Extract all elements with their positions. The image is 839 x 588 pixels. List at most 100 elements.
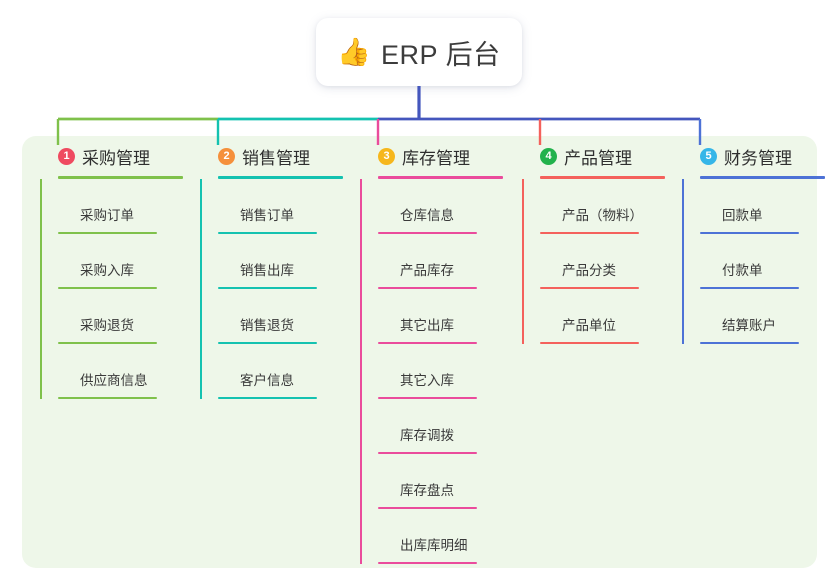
branch-item-rule (540, 232, 639, 234)
branch-item[interactable]: 产品库存 (378, 234, 520, 289)
branch-header-3[interactable]: 3 库存管理 (360, 143, 520, 169)
root-node[interactable]: 👍 ERP 后台 (316, 18, 522, 86)
branch-spine (682, 179, 684, 344)
branch-item[interactable]: 付款单 (700, 234, 839, 289)
branch-item-label: 库存调拨 (400, 428, 454, 443)
branch-item-rule (218, 287, 317, 289)
branch-column-5: 5 财务管理回款单付款单结算账户 (682, 143, 839, 344)
branch-header-rule (700, 176, 825, 179)
branches-panel (22, 136, 817, 568)
branch-item[interactable]: 产品（物料） (540, 179, 682, 234)
branch-item-rule (540, 342, 639, 344)
branch-number-badge: 5 (700, 147, 717, 165)
branch-item[interactable]: 其它出库 (378, 289, 520, 344)
branch-item-label: 产品库存 (400, 263, 454, 278)
branch-item-rule (58, 232, 157, 234)
branch-item-label: 产品单位 (562, 318, 616, 333)
branch-number-badge: 1 (58, 147, 75, 165)
branch-title: 财务管理 (724, 148, 792, 168)
branch-item[interactable]: 采购订单 (58, 179, 200, 234)
branch-item-rule (218, 342, 317, 344)
branch-title: 销售管理 (242, 148, 310, 168)
thumbs-up-icon: 👍 (337, 36, 372, 67)
branch-item-label: 结算账户 (722, 318, 776, 333)
branch-items: 仓库信息产品库存其它出库其它入库库存调拨库存盘点出库库明细 (360, 179, 520, 564)
branch-items: 销售订单销售出库销售退货客户信息 (200, 179, 360, 399)
branch-item-rule (378, 452, 477, 454)
branch-item-rule (378, 507, 477, 509)
branch-item[interactable]: 其它入库 (378, 344, 520, 399)
branch-item-label: 产品分类 (562, 263, 616, 278)
branch-header-2[interactable]: 2 销售管理 (200, 143, 360, 169)
branch-spine (360, 179, 362, 564)
branch-item-rule (700, 232, 799, 234)
branch-item[interactable]: 产品单位 (540, 289, 682, 344)
branch-item-rule (378, 342, 477, 344)
branch-item-label: 出库库明细 (400, 538, 468, 553)
branch-item-label: 采购入库 (80, 263, 134, 278)
branch-item[interactable]: 回款单 (700, 179, 839, 234)
branch-item-label: 其它出库 (400, 318, 454, 333)
branch-item-rule (218, 397, 317, 399)
branch-item[interactable]: 产品分类 (540, 234, 682, 289)
branch-item[interactable]: 出库库明细 (378, 509, 520, 564)
branch-item-label: 供应商信息 (80, 373, 148, 388)
branch-item-rule (58, 287, 157, 289)
branch-item-label: 产品（物料） (562, 208, 643, 223)
branch-item-label: 销售订单 (240, 208, 294, 223)
branch-item-label: 其它入库 (400, 373, 454, 388)
branch-items: 回款单付款单结算账户 (682, 179, 839, 344)
branch-item-rule (378, 397, 477, 399)
branch-item-rule (218, 232, 317, 234)
branch-title: 采购管理 (82, 148, 150, 168)
branch-item-label: 库存盘点 (400, 483, 454, 498)
branch-header-rule (540, 176, 665, 179)
branch-header-1[interactable]: 1 采购管理 (40, 143, 200, 169)
branch-item-rule (700, 342, 799, 344)
branch-title: 库存管理 (402, 148, 470, 168)
branch-items: 采购订单采购入库采购退货供应商信息 (40, 179, 200, 399)
branch-item[interactable]: 销售出库 (218, 234, 360, 289)
branch-item[interactable]: 客户信息 (218, 344, 360, 399)
branch-header-5[interactable]: 5 财务管理 (682, 143, 839, 169)
branch-item-rule (378, 287, 477, 289)
root-title: ERP 后台 (381, 39, 501, 70)
branch-item-label: 采购退货 (80, 318, 134, 333)
branch-title: 产品管理 (564, 148, 632, 168)
branch-items: 产品（物料） 产品分类产品单位 (522, 179, 682, 344)
branch-item-label: 销售出库 (240, 263, 294, 278)
branch-item[interactable]: 销售退货 (218, 289, 360, 344)
branch-item-label: 仓库信息 (400, 208, 454, 223)
branch-item-rule (378, 562, 477, 564)
branch-column-2: 2 销售管理销售订单销售出库销售退货客户信息 (200, 143, 360, 399)
branch-spine (200, 179, 202, 399)
branch-number-badge: 2 (218, 147, 235, 165)
branch-header-rule (58, 176, 183, 179)
branch-number-badge: 3 (378, 147, 395, 165)
branch-spine (40, 179, 42, 399)
branch-item-label: 采购订单 (80, 208, 134, 223)
branch-item[interactable]: 销售订单 (218, 179, 360, 234)
branch-item-label: 客户信息 (240, 373, 294, 388)
branch-item-rule (540, 287, 639, 289)
branch-item-label: 回款单 (722, 208, 763, 223)
branch-item-rule (378, 232, 477, 234)
branch-item[interactable]: 供应商信息 (58, 344, 200, 399)
branch-item-label: 付款单 (722, 263, 763, 278)
branch-item[interactable]: 库存盘点 (378, 454, 520, 509)
branch-item[interactable]: 库存调拨 (378, 399, 520, 454)
branch-item[interactable]: 采购入库 (58, 234, 200, 289)
branch-item-rule (58, 342, 157, 344)
branch-item[interactable]: 采购退货 (58, 289, 200, 344)
branch-item[interactable]: 结算账户 (700, 289, 839, 344)
branch-header-rule (218, 176, 343, 179)
branch-item[interactable]: 仓库信息 (378, 179, 520, 234)
branch-header-rule (378, 176, 503, 179)
branch-item-label: 销售退货 (240, 318, 294, 333)
branch-spine (522, 179, 524, 344)
branch-item-rule (700, 287, 799, 289)
branch-column-3: 3 库存管理仓库信息产品库存其它出库其它入库库存调拨库存盘点出库库明细 (360, 143, 520, 564)
branch-item-rule (58, 397, 157, 399)
